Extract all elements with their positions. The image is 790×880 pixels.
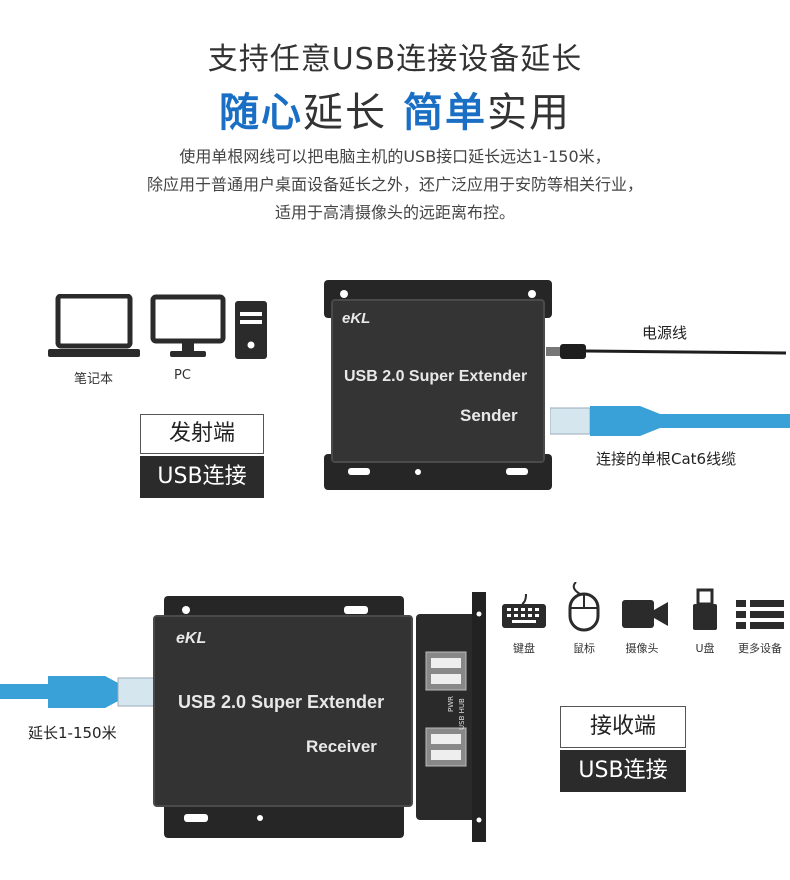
laptop-label: 笔记本: [74, 372, 114, 387]
sender-title-box: 发射端: [140, 414, 264, 454]
receiver-usb-box: USB连接: [560, 750, 686, 792]
sender-network-cable: [550, 406, 790, 436]
desc-line-2: 除应用于普通用户桌面设备延长之外，还广泛应用于安防等相关行业，: [146, 175, 643, 194]
pc-label: PC: [174, 368, 191, 383]
power-label: 电源线: [642, 324, 688, 342]
monitor-icon: [150, 294, 226, 357]
receiver-title-box: 接收端: [560, 706, 686, 748]
desc-line-1: 使用单根网线可以把电脑主机的USB接口延长远达1-150米，: [179, 147, 611, 166]
sender-model: USB 2.0 Super Extender: [344, 368, 528, 385]
receiver-model: USB 2.0 Super Extender: [178, 692, 385, 712]
peripheral-label-mouse: 鼠标: [573, 642, 595, 655]
extend-label: 延长1-150米: [28, 724, 117, 742]
receiver-network-cable: [0, 676, 159, 708]
sender-logo: eKL: [342, 310, 371, 327]
cable-label: 连接的单根Cat6线缆: [596, 450, 737, 468]
receiver-logo: eKL: [176, 630, 207, 647]
subheadline-part4: 实用: [486, 90, 571, 136]
receiver-usb-panel: [416, 592, 486, 842]
subheadline-part3: 简单: [402, 90, 487, 136]
list-icon: [736, 600, 784, 629]
keyboard-icon: [502, 594, 546, 628]
laptop-icon: [48, 294, 140, 357]
headline: 支持任意USB连接设备延长: [207, 42, 583, 77]
peripheral-label-keyboard: 键盘: [513, 642, 535, 655]
panel-pwr-label: PWR: [447, 695, 455, 712]
peripheral-label-more: 更多设备: [738, 642, 782, 655]
subheadline: 随心延长 简单实用: [0, 80, 790, 138]
sender-device: [324, 280, 552, 490]
power-cable: [546, 344, 787, 359]
subheadline-part1: 随心: [219, 90, 304, 136]
camera-icon: [622, 600, 668, 628]
receiver-role: Receiver: [306, 737, 377, 756]
description: 使用单根网线可以把电脑主机的USB接口延长远达1-150米， 除应用于普通用户桌…: [0, 143, 790, 227]
sender-role: Sender: [460, 406, 518, 425]
pc-tower-icon: [235, 301, 267, 359]
peripheral-label-usb-drive: U盘: [695, 642, 715, 655]
sender-usb-box: USB连接: [140, 456, 264, 498]
peripheral-label-camera: 摄像头: [625, 642, 659, 655]
mouse-icon: [568, 582, 600, 632]
panel-hub-label: USB HUB: [458, 698, 466, 730]
usb-drive-icon: [693, 588, 717, 630]
subheadline-part2: 延长: [303, 90, 388, 136]
receiver-device: [153, 596, 413, 838]
desc-line-3: 适用于高清摄像头的远距离布控。: [274, 203, 515, 222]
